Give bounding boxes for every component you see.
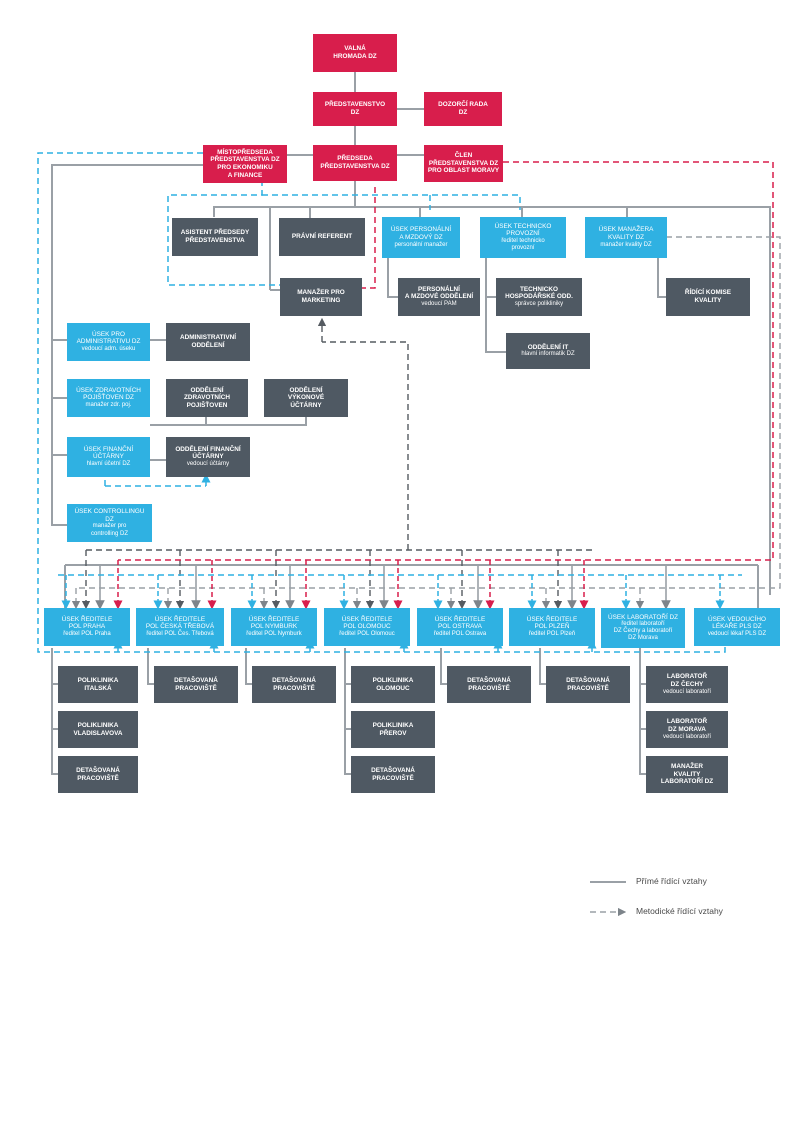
branch-node: ÚSEK VEDOUCÍHO LÉKAŘE PLS DZ vedoucí lék… xyxy=(694,608,780,646)
branch-sub: ředitel POL Plzeň xyxy=(528,631,576,637)
dozorci-rada-node: DOZORČÍ RADA DZ xyxy=(424,92,502,126)
oddeleni-vykonove-node: ODDĚLENÍ VÝKONOVÉ ÚČTÁRNY xyxy=(264,379,348,417)
sub-unit-node: POLIKLINIKA OLOMOUC xyxy=(351,666,435,703)
legend-method-label: Metodické řídící vztahy xyxy=(636,906,723,916)
th-oddeleni-title: TECHNICKO HOSPODÁŘSKÉ ODD. xyxy=(505,285,573,301)
oddeleni-financni-title: ODDĚLENÍ FINANČNÍ ÚČTÁRNY xyxy=(175,445,241,461)
branch-title: ÚSEK ŘEDITELE POL PRAHA xyxy=(61,615,113,631)
branch-title: ÚSEK LABORATOŘÍ DZ xyxy=(607,613,679,621)
usek-zdravotni-node: ÚSEK ZDRAVOTNÍCH POJIŠŤOVEN DZ manažer z… xyxy=(67,379,150,417)
branch-node: ÚSEK ŘEDITELE POL OLOMOUC ředitel POL Ol… xyxy=(324,608,410,646)
usek-financni-node: ÚSEK FINANČNÍ ÚČTÁRNY hlavní účetní DZ xyxy=(67,437,150,477)
sub-unit-node: DETAŠOVANÁ PRACOVIŠTĚ xyxy=(58,756,138,793)
usek-controlling-node: ÚSEK CONTROLLINGU DZ manažer pro control… xyxy=(67,504,152,542)
branch-title: ÚSEK VEDOUCÍHO LÉKAŘE PLS DZ xyxy=(708,615,766,631)
lab-cechy-sub: vedoucí laboratoří xyxy=(662,688,712,695)
sub-unit-node: POLIKLINIKA ITALSKÁ xyxy=(58,666,138,703)
branch-node: ÚSEK ŘEDITELE POL ČESKÁ TŘEBOVÁ ředitel … xyxy=(136,608,224,646)
sub-unit-node: DETAŠOVANÁ PRACOVIŠTĚ xyxy=(447,666,531,703)
usek-personalni-title: ÚSEK PERSONÁLNÍ A MZDOVÝ DZ xyxy=(390,226,452,241)
sub-unit-node: POLIKLINIKA VLADISLAVOVA xyxy=(58,711,138,748)
usek-kvality-node: ÚSEK MANAŽERA KVALITY DZ manažer kvality… xyxy=(585,217,667,258)
sub-unit-node: DETAŠOVANÁ PRACOVIŠTĚ xyxy=(351,756,435,793)
usek-controlling-title: ÚSEK CONTROLLINGU DZ xyxy=(74,508,145,523)
branch-sub: vedoucí lékař PLS DZ xyxy=(707,631,767,637)
sub-unit-node: DETAŠOVANÁ PRACOVIŠTĚ xyxy=(252,666,336,703)
sub-unit-node: LABORATOŘ DZ MORAVA vedoucí laboratoří xyxy=(646,711,728,748)
sub-unit-node: DETAŠOVANÁ PRACOVIŠTĚ xyxy=(154,666,238,703)
usek-admin-node: ÚSEK PRO ADMINISTRATIVU DZ vedoucí adm. … xyxy=(67,323,150,361)
th-oddeleni-sub: správce polikliniky xyxy=(514,301,564,307)
pam-sub: vedoucí PAM xyxy=(421,301,457,307)
branch-node: ÚSEK ŘEDITELE POL NYMBURK ředitel POL Ny… xyxy=(231,608,317,646)
usek-zdravotni-title: ÚSEK ZDRAVOTNÍCH POJIŠŤOVEN DZ xyxy=(76,386,141,402)
clen-predstavenstva-node: ČLEN PŘEDSTAVENSTVA DZ PRO OBLAST MORAVY xyxy=(424,145,503,182)
usek-financni-sub: hlavní účetní DZ xyxy=(86,461,131,467)
usek-technicko-sub: ředitel technicko provozní xyxy=(501,237,545,252)
usek-technicko-node: ÚSEK TECHNICKO PROVOZNÍ ředitel technick… xyxy=(480,217,566,258)
branch-sub: ředitel laboratoří DZ Čechy a laboratoří… xyxy=(613,621,673,642)
branch-title: ÚSEK ŘEDITELE POL OLOMOUC xyxy=(341,615,393,631)
branch-sub: ředitel POL Čes. Třebová xyxy=(146,631,214,637)
sub-unit-node: MANAŽER KVALITY LABORATOŘÍ DZ xyxy=(646,756,728,793)
lab-cechy-title: LABORATOŘ DZ ČECHY xyxy=(666,673,708,688)
admin-oddeleni-node: ADMINISTRATIVNÍ ODDĚLENÍ xyxy=(166,323,250,361)
branch-node: ÚSEK ŘEDITELE POL OSTRAVA ředitel POL Os… xyxy=(417,608,503,646)
branch-node: ÚSEK ŘEDITELE POL PLZEŇ ředitel POL Plze… xyxy=(509,608,595,646)
branch-sub: ředitel POL Nymburk xyxy=(246,631,302,637)
usek-technicko-title: ÚSEK TECHNICKO PROVOZNÍ xyxy=(494,222,552,238)
branch-title: ÚSEK ŘEDITELE POL NYMBURK xyxy=(248,615,300,631)
branch-sub: ředitel POL Praha xyxy=(63,631,111,637)
usek-kvality-sub: manažer kvality DZ xyxy=(600,241,652,248)
oddeleni-it-node: ODDĚLENÍ IT hlavní informatik DZ xyxy=(506,333,590,369)
ridici-komise-node: ŘÍDÍCÍ KOMISE KVALITY xyxy=(666,278,750,316)
branch-node: ÚSEK ŘEDITELE POL PRAHA ředitel POL Prah… xyxy=(44,608,130,646)
sub-unit-node: LABORATOŘ DZ ČECHY vedoucí laboratoří xyxy=(646,666,728,703)
oddeleni-financni-node: ODDĚLENÍ FINANČNÍ ÚČTÁRNY vedoucí účtárn… xyxy=(166,437,250,477)
oddeleni-it-sub: hlavní informatik DZ xyxy=(521,351,575,358)
oddeleni-it-title: ODDĚLENÍ IT xyxy=(527,343,569,351)
branch-node: ÚSEK LABORATOŘÍ DZ ředitel laboratoří DZ… xyxy=(601,608,685,648)
manazer-marketing-node: MANAŽER PRO MARKETING xyxy=(280,278,362,316)
usek-admin-title: ÚSEK PRO ADMINISTRATIVU DZ xyxy=(76,330,141,346)
predseda-node: PŘEDSEDA PŘEDSTAVENSTVA DZ xyxy=(313,145,397,181)
predstavenstvo-node: PŘEDSTAVENSTVO DZ xyxy=(313,92,397,126)
usek-controlling-sub: manažer pro controlling DZ xyxy=(90,523,128,537)
lab-morava-title: LABORATOŘ DZ MORAVA xyxy=(666,718,708,733)
asistent-node: ASISTENT PŘEDSEDY PŘEDSTAVENSTVA xyxy=(172,218,258,256)
valna-hromada-node: VALNÁ HROMADA DZ xyxy=(313,34,397,72)
branch-title: ÚSEK ŘEDITELE POL PLZEŇ xyxy=(526,615,578,631)
usek-zdravotni-sub: manažer zdr. poj. xyxy=(85,402,132,408)
mistopredseda-node: MÍSTOPŘEDSEDA PŘEDSTAVENSTVA DZ PRO EKON… xyxy=(203,145,287,183)
branch-title: ÚSEK ŘEDITELE POL ČESKÁ TŘEBOVÁ xyxy=(145,615,215,631)
oddeleni-zdravotni-node: ODDĚLENÍ ZDRAVOTNÍCH POJIŠŤOVEN xyxy=(166,379,248,417)
lab-morava-sub: vedoucí laboratoří xyxy=(662,733,712,740)
usek-personalni-node: ÚSEK PERSONÁLNÍ A MZDOVÝ DZ personální m… xyxy=(382,217,460,258)
th-oddeleni-node: TECHNICKO HOSPODÁŘSKÉ ODD. správce polik… xyxy=(496,278,582,316)
branch-sub: ředitel POL Olomouc xyxy=(339,631,395,637)
legend-direct-label: Přímé řídící vztahy xyxy=(636,876,707,886)
branch-title: ÚSEK ŘEDITELE POL OSTRAVA xyxy=(434,615,486,631)
usek-kvality-title: ÚSEK MANAŽERA KVALITY DZ xyxy=(598,226,654,241)
pam-title: PERSONÁLNÍ A MZDOVÉ ODDĚLENÍ xyxy=(404,285,474,301)
pravni-referent-node: PRÁVNÍ REFERENT xyxy=(279,218,365,256)
usek-personalni-sub: personální manažer xyxy=(394,241,448,248)
sub-unit-node: DETAŠOVANÁ PRACOVIŠTĚ xyxy=(546,666,630,703)
oddeleni-financni-sub: vedoucí účtárny xyxy=(186,461,230,467)
branch-sub: ředitel POL Ostrava xyxy=(433,631,487,637)
pam-node: PERSONÁLNÍ A MZDOVÉ ODDĚLENÍ vedoucí PAM xyxy=(398,278,480,316)
usek-admin-sub: vedoucí adm. úseku xyxy=(81,346,136,352)
sub-unit-node: POLIKLINIKA PŘEROV xyxy=(351,711,435,748)
usek-financni-title: ÚSEK FINANČNÍ ÚČTÁRNY xyxy=(83,445,134,461)
